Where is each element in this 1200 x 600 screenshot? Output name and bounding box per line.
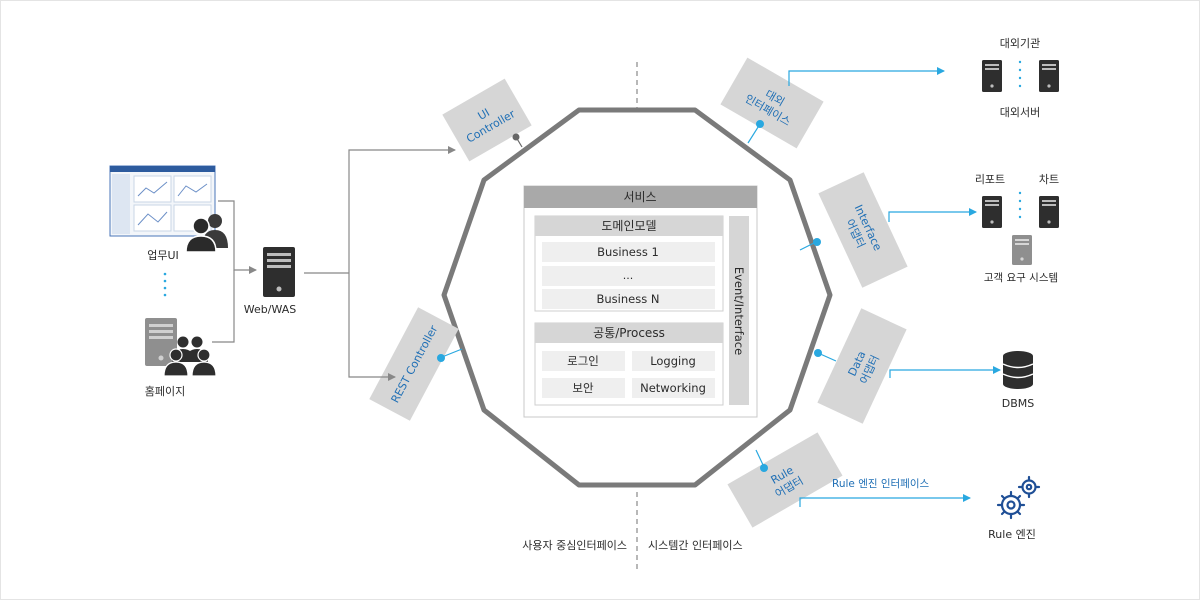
interface-adapter-dot xyxy=(813,238,821,246)
business-ui-label: 업무UI xyxy=(147,249,179,262)
service-panel: 서비스 도메인모델 Business 1 ... Business N 공통/P… xyxy=(523,185,758,418)
business-ui-mini-chart-1 xyxy=(137,181,168,197)
business-ui-card-1 xyxy=(133,175,172,203)
homepage-server-icon xyxy=(145,318,177,366)
ui-controller-port: UI Controller xyxy=(442,78,532,162)
business-ui-sidebar xyxy=(112,174,130,234)
rule-adapter-dot xyxy=(760,464,768,472)
security-label: 보안 xyxy=(572,381,594,395)
business-ui-card-2 xyxy=(173,175,212,203)
was-to-ui-controller-link xyxy=(348,146,456,273)
system-interface-label: 시스템간 인터페이스 xyxy=(648,539,743,552)
service-title: 서비스 xyxy=(623,190,656,204)
users-icon xyxy=(185,214,228,253)
logging-label: Logging xyxy=(650,354,696,368)
external-server-label: 대외서버 xyxy=(1000,106,1040,119)
external-interface-box xyxy=(720,57,824,149)
business-ui-to-was-link xyxy=(218,200,257,274)
common-process-header xyxy=(535,323,723,343)
report-ellipsis-dots xyxy=(1018,191,1022,219)
rule-interface-label: Rule 엔진 인터페이스 xyxy=(832,478,929,490)
domain-model-header xyxy=(535,216,723,236)
rest-controller-port: REST Controller xyxy=(369,307,459,421)
interface-adapter-arrow xyxy=(888,208,977,222)
business-ui-mini-chart-3 xyxy=(137,211,168,226)
rest-controller-link xyxy=(441,348,463,358)
security-cell xyxy=(542,378,625,398)
ui-controller-line1: UI xyxy=(476,106,492,123)
interface-adapter-port: Interface 어댑터 xyxy=(818,172,908,288)
login-cell xyxy=(542,351,625,371)
rule-adapter-link xyxy=(755,449,765,468)
business-n-row xyxy=(542,289,715,309)
chart-server-icon xyxy=(1039,196,1059,228)
rule-adapter-arrow xyxy=(799,494,971,507)
dbms-label: DBMS xyxy=(1002,397,1035,410)
ui-controller-box xyxy=(442,78,532,162)
networking-cell xyxy=(632,378,715,398)
rule-adapter-box xyxy=(727,432,843,528)
rule-adapter-port: Rule 어댑터 xyxy=(727,432,843,528)
data-adapter-dot xyxy=(814,349,822,357)
service-header xyxy=(524,186,757,208)
common-process-title: 공통/Process xyxy=(593,326,665,340)
customer-system-server-icon xyxy=(1012,235,1032,265)
external-interface-dot xyxy=(756,120,764,128)
left-ellipsis-dots xyxy=(163,272,167,297)
logging-cell xyxy=(632,351,715,371)
data-adapter-port: Data 어댑터 xyxy=(817,308,907,424)
event-interface-label: Event/Interface xyxy=(732,267,746,355)
external-arrow xyxy=(788,67,945,86)
homepage-group: 홈페이지 xyxy=(145,318,217,398)
business-1-row xyxy=(542,242,715,262)
report-server-icon xyxy=(982,196,1002,228)
was-label: Web/WAS xyxy=(244,303,296,316)
database-icon xyxy=(1002,351,1034,389)
core-octagon xyxy=(441,107,833,488)
business-ui-mini-chart-2 xyxy=(177,183,208,197)
homepage-label: 홈페이지 xyxy=(145,384,185,398)
external-server-right-icon xyxy=(1039,60,1059,92)
external-server-left-icon xyxy=(982,60,1002,92)
domain-model-title: 도메인모델 xyxy=(601,219,656,233)
event-interface-bar xyxy=(729,216,749,405)
business-n-label: Business N xyxy=(597,292,660,306)
business-ui-titlebar xyxy=(110,166,215,172)
chart-label: 차트 xyxy=(1039,173,1059,186)
was-server-icon xyxy=(263,247,295,297)
homepage-to-was-link xyxy=(212,270,235,343)
user-centric-interface-label: 사용자 중심인터페이스 xyxy=(522,539,627,552)
ui-controller-dot xyxy=(512,133,520,141)
interface-adapter-box xyxy=(818,172,908,288)
customer-system-label: 고객 요구 시스템 xyxy=(984,272,1058,284)
homepage-users-icon xyxy=(163,336,217,377)
data-adapter-box xyxy=(817,308,907,424)
data-adapter-arrow xyxy=(889,366,1001,378)
business-ellipsis-label: ... xyxy=(623,269,634,282)
rest-controller-dot xyxy=(437,354,445,362)
rule-engine-label: Rule 엔진 xyxy=(988,528,1036,541)
business-1-label: Business 1 xyxy=(597,245,659,259)
external-org-label: 대외기관 xyxy=(1000,37,1040,50)
rest-controller-box xyxy=(369,307,459,421)
rule-engine-gears-icon xyxy=(996,475,1041,520)
business-ellipsis-row xyxy=(542,266,715,286)
external-ellipsis-dots xyxy=(1018,60,1022,88)
business-ui-group: 업무UI xyxy=(109,165,228,262)
login-label: 로그인 xyxy=(567,354,599,368)
report-label: 리포트 xyxy=(975,173,1005,186)
networking-label: Networking xyxy=(640,381,706,395)
was-to-rest-controller-link xyxy=(348,273,396,381)
